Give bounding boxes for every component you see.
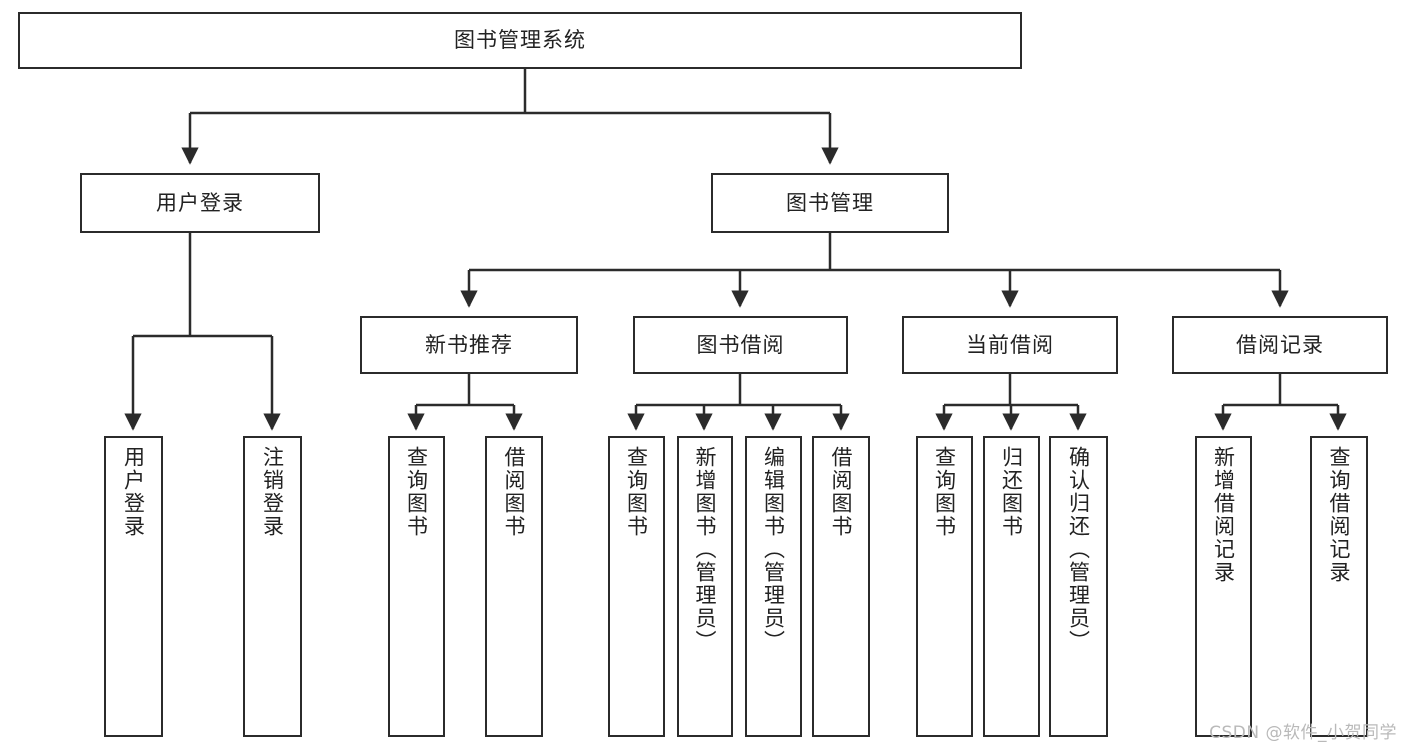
leaf-current-borrow-confirm-return[interactable]: 确认归还（管理员） [1049, 436, 1108, 737]
node-label: 注销登录 [260, 446, 285, 538]
node-label: 图书管理 [786, 190, 874, 215]
node-book-management[interactable]: 图书管理 [711, 173, 949, 233]
node-label: 当前借阅 [966, 332, 1054, 357]
node-label: 确认归还（管理员） [1066, 446, 1091, 653]
node-label: 查询借阅记录 [1327, 446, 1352, 584]
leaf-new-book-query[interactable]: 查询图书 [388, 436, 445, 737]
node-user-login[interactable]: 用户登录 [80, 173, 320, 233]
node-label: 新增借阅记录 [1211, 446, 1236, 584]
leaf-current-borrow-return[interactable]: 归还图书 [983, 436, 1040, 737]
node-label: 新增图书（管理员） [693, 446, 718, 653]
node-root-system[interactable]: 图书管理系统 [18, 12, 1022, 69]
node-label: 查询图书 [624, 446, 649, 538]
node-label: 归还图书 [999, 446, 1024, 538]
node-label: 图书借阅 [696, 332, 785, 357]
leaf-book-borrow-query[interactable]: 查询图书 [608, 436, 665, 737]
node-label: 用户登录 [156, 190, 244, 215]
leaf-book-borrow-lend[interactable]: 借阅图书 [812, 436, 870, 737]
node-label: 图书管理系统 [454, 28, 586, 53]
node-label: 用户登录 [121, 446, 146, 538]
node-label: 查询图书 [404, 446, 429, 538]
node-label: 编辑图书（管理员） [761, 446, 786, 653]
leaf-user-login-signin[interactable]: 用户登录 [104, 436, 163, 737]
leaf-borrow-record-query[interactable]: 查询借阅记录 [1310, 436, 1368, 737]
node-current-borrow[interactable]: 当前借阅 [902, 316, 1118, 374]
csdn-watermark: CSDN @软件_小贺同学 [1209, 723, 1397, 743]
node-borrow-record[interactable]: 借阅记录 [1172, 316, 1388, 374]
leaf-user-login-signout[interactable]: 注销登录 [243, 436, 302, 737]
node-label: 新书推荐 [425, 332, 513, 357]
node-label: 借阅记录 [1236, 332, 1324, 357]
node-book-borrow[interactable]: 图书借阅 [633, 316, 848, 374]
leaf-new-book-borrow[interactable]: 借阅图书 [485, 436, 543, 737]
leaf-current-borrow-query[interactable]: 查询图书 [916, 436, 973, 737]
node-label: 借阅图书 [502, 446, 527, 538]
leaf-borrow-record-add[interactable]: 新增借阅记录 [1195, 436, 1252, 737]
node-label: 借阅图书 [829, 446, 854, 538]
leaf-book-borrow-add[interactable]: 新增图书（管理员） [677, 436, 733, 737]
leaf-book-borrow-edit[interactable]: 编辑图书（管理员） [745, 436, 802, 737]
node-new-book-recommend[interactable]: 新书推荐 [360, 316, 578, 374]
node-label: 查询图书 [932, 446, 957, 538]
